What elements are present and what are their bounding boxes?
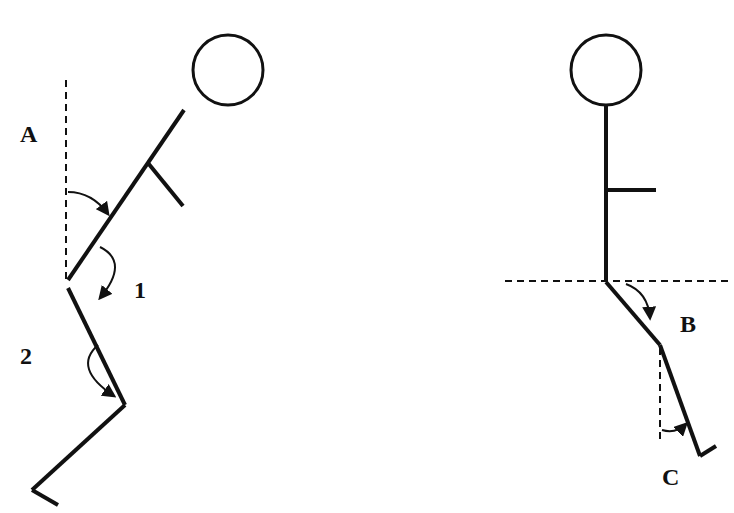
angle-label: 1 — [134, 278, 146, 302]
angle-label: C — [662, 465, 679, 489]
angle-label: B — [680, 312, 696, 336]
angle-label: A — [20, 122, 37, 146]
angle-label: 2 — [20, 344, 32, 368]
